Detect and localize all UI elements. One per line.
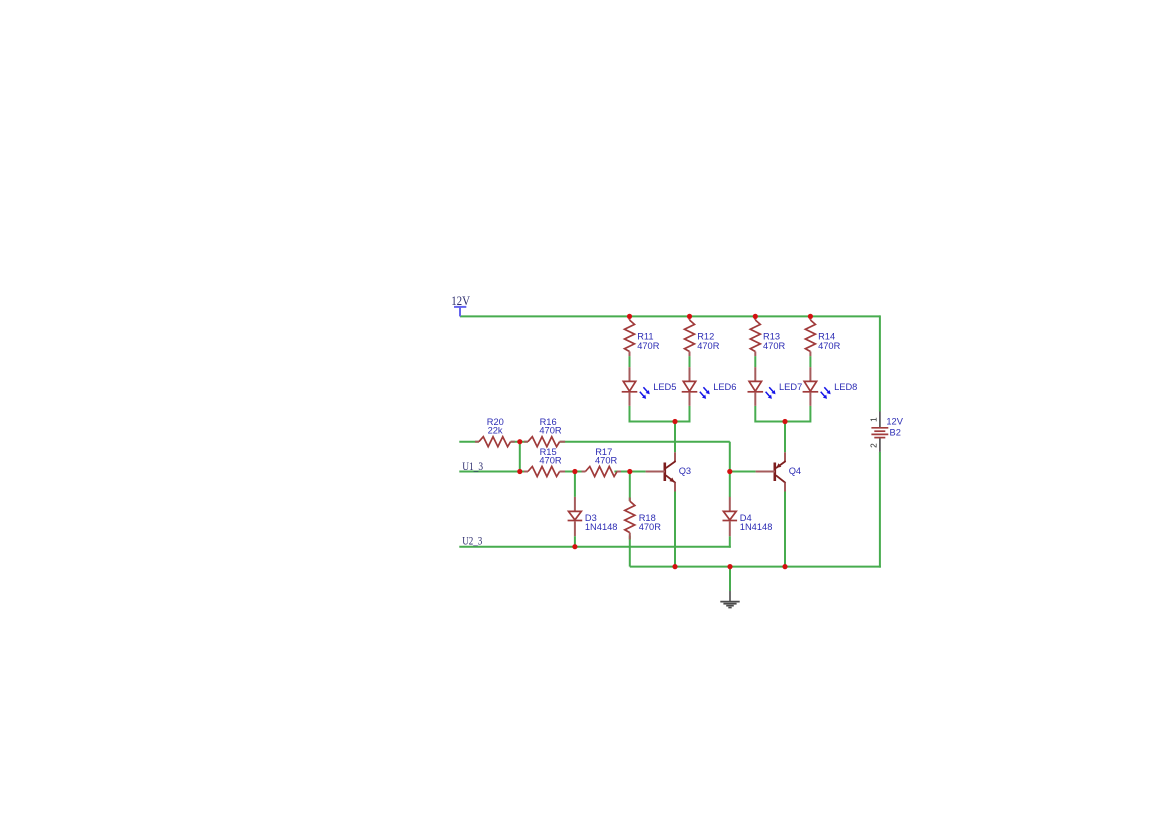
svg-text:22k: 22k bbox=[488, 426, 503, 436]
svg-text:1N4148: 1N4148 bbox=[740, 522, 773, 532]
svg-text:R15: R15 bbox=[540, 447, 557, 457]
svg-text:LED6: LED6 bbox=[713, 382, 736, 392]
svg-text:470R: 470R bbox=[595, 456, 618, 466]
svg-text:D3: D3 bbox=[585, 513, 597, 523]
svg-text:R17: R17 bbox=[595, 447, 612, 457]
svg-text:R18: R18 bbox=[639, 513, 656, 523]
svg-text:D4: D4 bbox=[740, 513, 752, 523]
svg-text:1N4148: 1N4148 bbox=[585, 522, 618, 532]
svg-text:U2_3: U2_3 bbox=[462, 533, 482, 547]
svg-text:470R: 470R bbox=[818, 341, 841, 351]
svg-text:12V: 12V bbox=[451, 294, 470, 308]
svg-text:R13: R13 bbox=[763, 332, 780, 342]
svg-text:R14: R14 bbox=[818, 332, 835, 342]
svg-text:R11: R11 bbox=[637, 332, 653, 342]
svg-text:U1_3: U1_3 bbox=[462, 459, 483, 473]
svg-text:470R: 470R bbox=[639, 522, 662, 532]
svg-text:LED5: LED5 bbox=[653, 382, 676, 392]
svg-text:470R: 470R bbox=[539, 456, 562, 466]
svg-text:470R: 470R bbox=[539, 426, 562, 436]
svg-text:2: 2 bbox=[869, 443, 879, 448]
svg-text:470R: 470R bbox=[763, 341, 786, 351]
svg-text:470R: 470R bbox=[697, 341, 720, 351]
svg-text:Q3: Q3 bbox=[679, 466, 691, 476]
svg-text:R12: R12 bbox=[697, 332, 714, 342]
svg-text:R20: R20 bbox=[487, 417, 504, 427]
svg-text:1: 1 bbox=[869, 417, 879, 422]
svg-text:LED8: LED8 bbox=[834, 382, 857, 392]
svg-text:LED7: LED7 bbox=[779, 382, 802, 392]
svg-text:R16: R16 bbox=[540, 417, 557, 427]
svg-text:470R: 470R bbox=[637, 341, 660, 351]
svg-text:12V: 12V bbox=[886, 417, 903, 427]
svg-text:Q4: Q4 bbox=[789, 466, 801, 476]
svg-text:B2: B2 bbox=[890, 427, 901, 437]
